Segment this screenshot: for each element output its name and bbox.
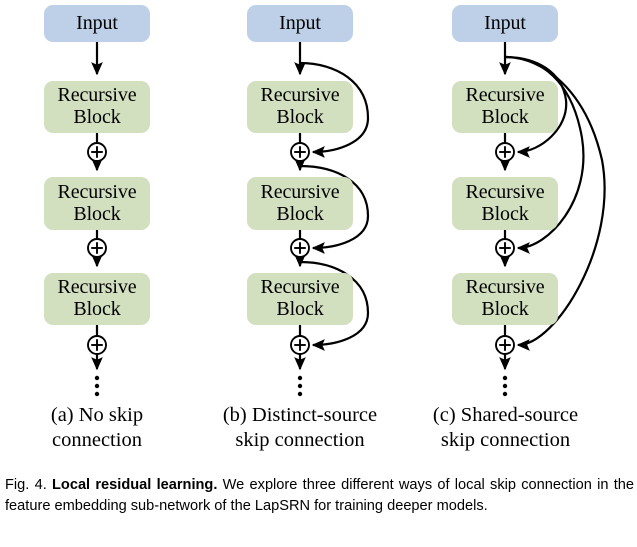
diagram-canvas	[87, 42, 606, 397]
panel-c-recursive-block-3: Recursive Block	[452, 273, 558, 325]
panel-a-recursive-block-3: Recursive Block	[44, 273, 150, 325]
panel-c-input-box: Input	[452, 5, 558, 42]
panel-a-recursive-block-2: Recursive Block	[44, 177, 150, 230]
panel-c-recursive-block-2: Recursive Block	[452, 177, 558, 230]
ellipsis-dots-b	[297, 375, 303, 397]
skip-curve-b-2	[299, 164, 370, 254]
caption-figure-number: Fig. 4.	[5, 477, 47, 493]
figure-caption: Fig. 4. Local residual learning. We expl…	[5, 475, 634, 516]
panel-c-recursive-block-1: Recursive Block	[452, 81, 558, 133]
skip-curve-b-3	[299, 260, 370, 351]
panel-a-input-box: Input	[44, 5, 150, 42]
ellipsis-dots-a	[94, 375, 100, 397]
panel-a-connectors	[87, 42, 107, 397]
panel-a-recursive-block-1: Recursive Block	[44, 81, 150, 133]
panel-label-a: (a) No skip connection	[50, 404, 144, 451]
panel-b-recursive-block-3: Recursive Block	[247, 273, 353, 325]
panel-label-b: (b) Distinct-source skip connection	[222, 404, 378, 451]
panel-b-recursive-block-1: Recursive Block	[247, 81, 353, 133]
panel-b-connectors	[290, 42, 370, 397]
panel-label-c: (c) Shared-source skip connection	[432, 404, 579, 451]
caption-body-text: We explore three different ways of local…	[5, 477, 634, 514]
ellipsis-dots-c	[502, 375, 508, 397]
caption-bold-title: Local residual learning.	[52, 477, 218, 493]
panel-b-recursive-block-2: Recursive Block	[247, 177, 353, 230]
panel-b-input-box: Input	[247, 5, 353, 42]
figure-diagram: Input Recursive Block Recursive Block Re…	[44, 5, 606, 451]
skip-curve-b-1	[299, 61, 370, 158]
